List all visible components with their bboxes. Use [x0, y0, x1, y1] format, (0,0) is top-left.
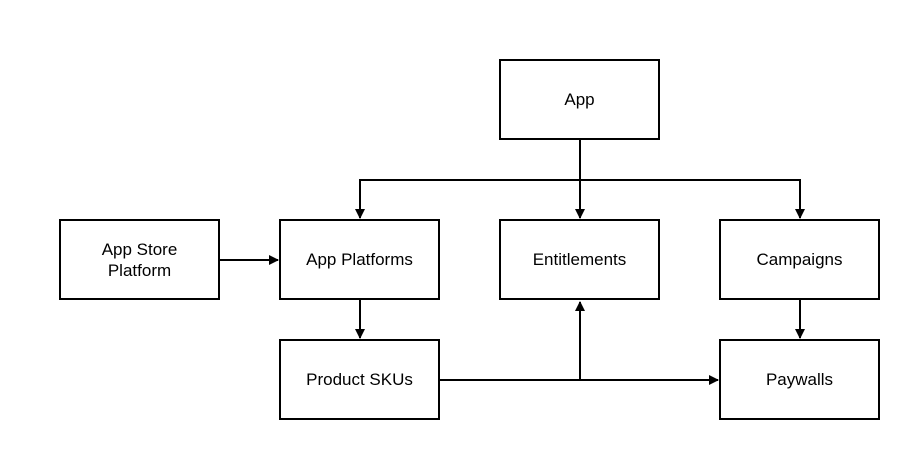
node-campaigns: Campaigns — [719, 219, 880, 300]
node-app-store-platform: App Store Platform — [59, 219, 220, 300]
node-entitlements: Entitlements — [499, 219, 660, 300]
node-product-skus: Product SKUs — [279, 339, 440, 420]
node-app: App — [499, 59, 660, 140]
node-paywalls: Paywalls — [719, 339, 880, 420]
node-app-platforms: App Platforms — [279, 219, 440, 300]
